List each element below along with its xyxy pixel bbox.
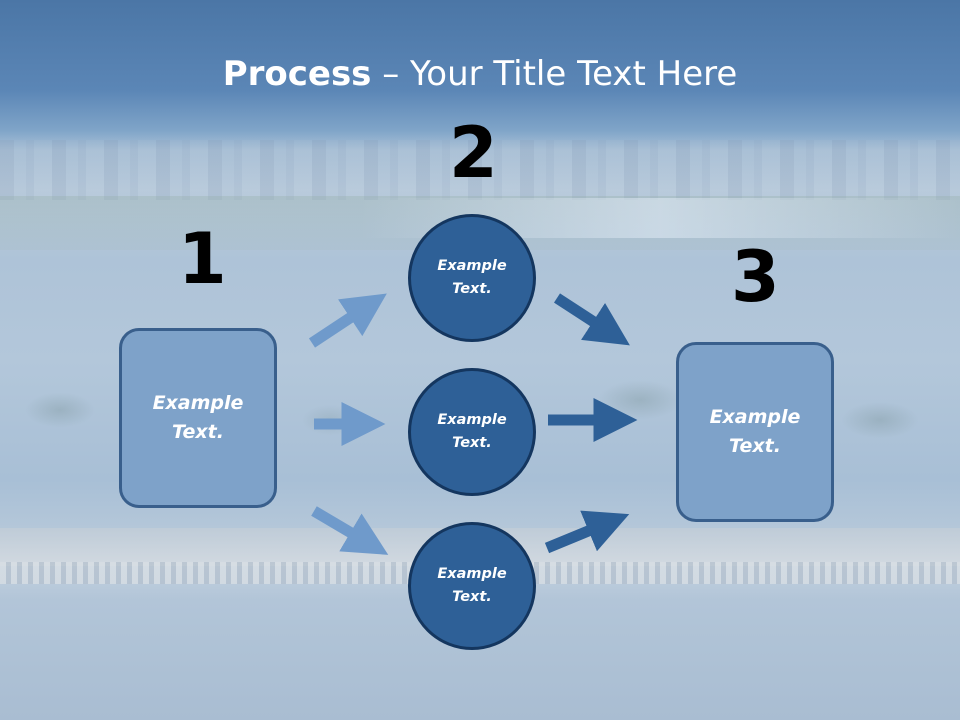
circle-middle-text: Example Text. bbox=[437, 412, 507, 451]
left-box-text: Example Text. bbox=[152, 392, 244, 443]
right-box-text: Example Text. bbox=[709, 406, 801, 457]
circle-top-text: Example Text. bbox=[437, 258, 507, 297]
circle-bottom[interactable]: Example Text. bbox=[408, 522, 536, 650]
step-number-3: 3 bbox=[731, 236, 780, 318]
slide-title-rest: – Your Title Text Here bbox=[371, 54, 738, 94]
slide-title-bold: Process bbox=[222, 54, 372, 94]
step-number-1: 1 bbox=[178, 218, 227, 300]
slide-title: Process – Your Title Text Here bbox=[0, 50, 960, 98]
arrow-left-to-top bbox=[308, 293, 387, 348]
arrow-top-to-right bbox=[554, 293, 630, 346]
circle-bottom-text: Example Text. bbox=[437, 566, 507, 605]
circle-top[interactable]: Example Text. bbox=[408, 214, 536, 342]
circle-middle[interactable]: Example Text. bbox=[408, 368, 536, 496]
arrow-left-to-bottom bbox=[311, 506, 389, 555]
arrow-bottom-to-right bbox=[544, 510, 630, 554]
right-box[interactable]: Example Text. bbox=[676, 342, 834, 522]
background-skyline bbox=[0, 140, 960, 200]
step-number-2: 2 bbox=[449, 112, 498, 194]
left-box[interactable]: Example Text. bbox=[119, 328, 277, 508]
